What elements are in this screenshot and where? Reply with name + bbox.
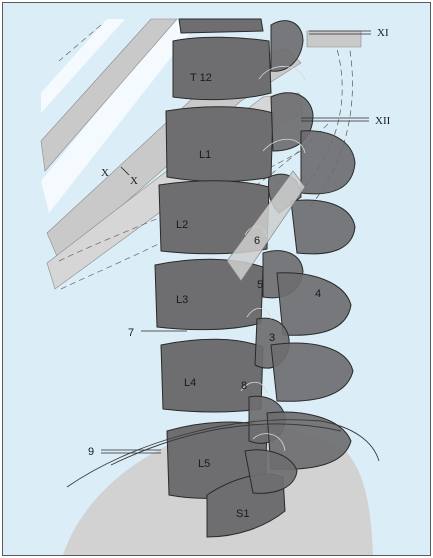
vertebra-partial-top [178, 18, 264, 34]
vertebra-l4 [160, 338, 264, 413]
label-l1: L1 [199, 149, 211, 161]
label-6: 6 [254, 235, 260, 247]
label-3: 3 [269, 332, 275, 344]
vertebra-l2 [158, 180, 270, 255]
label-l4: L4 [184, 377, 196, 389]
vertebra-t12 [172, 36, 272, 101]
label-l3: L3 [176, 294, 188, 306]
label-8: 8 [241, 380, 247, 392]
label-rib-xii: XII [375, 115, 391, 127]
vertebra-l1 [165, 106, 274, 182]
label-s1: S1 [236, 508, 249, 520]
spine-diagram: T 12 L1 L2 L3 L4 L5 S1 XI XII X X 3 4 5 … [40, 18, 391, 555]
transverse-process-band [226, 170, 306, 282]
labels: T 12 L1 L2 L3 L4 L5 S1 XI XII X X 3 4 5 … [88, 27, 391, 520]
posterior-elements [244, 20, 356, 494]
label-x-second: X [130, 175, 138, 187]
label-l2: L2 [176, 219, 188, 231]
vertebral-bodies [154, 18, 286, 538]
label-9: 9 [88, 446, 94, 458]
rib-11 [40, 18, 178, 172]
label-l5: L5 [198, 458, 210, 470]
label-rib-xi: XI [377, 27, 389, 39]
leader-lines [101, 30, 371, 454]
label-7: 7 [128, 327, 134, 339]
facet-outlines [240, 66, 306, 452]
label-4: 4 [315, 288, 321, 300]
label-t12: T 12 [190, 72, 212, 84]
label-5: 5 [257, 279, 263, 291]
label-x-first: X [101, 167, 109, 179]
